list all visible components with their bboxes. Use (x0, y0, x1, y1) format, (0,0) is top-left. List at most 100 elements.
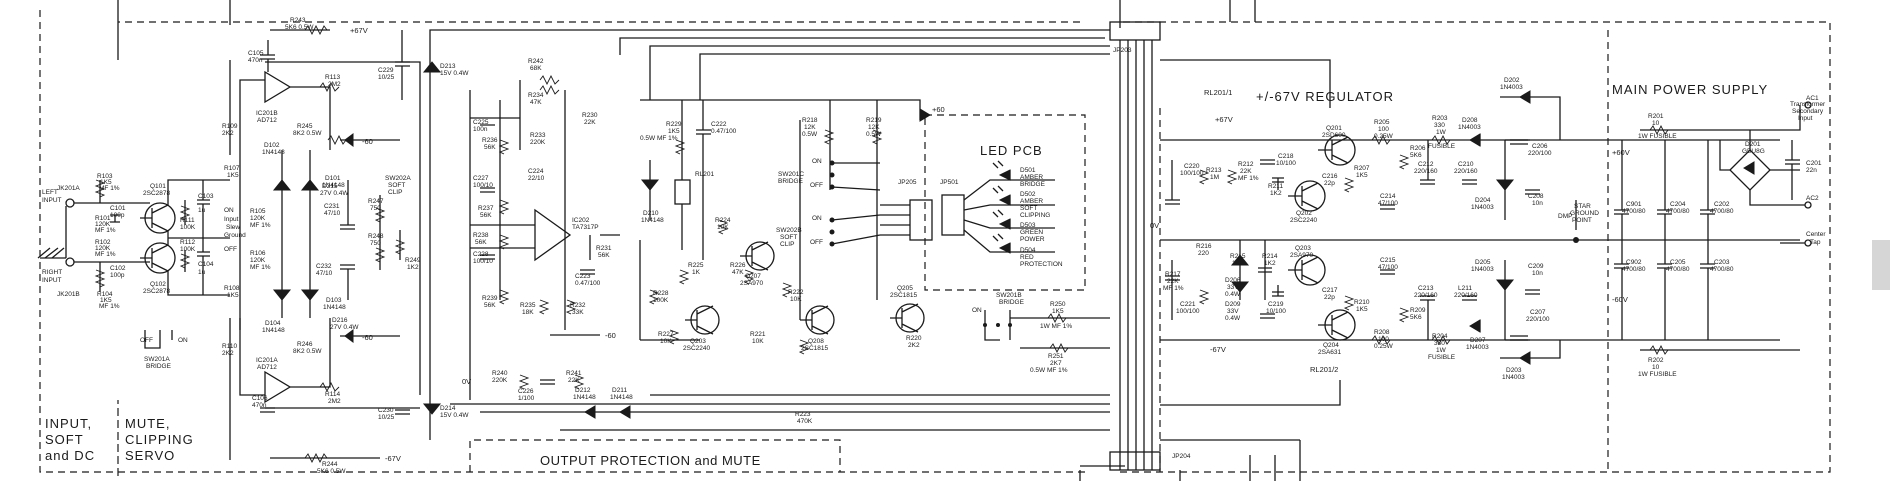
svg-text:1K5: 1K5 (1356, 172, 1368, 179)
svg-text:R203: R203 (1432, 115, 1448, 122)
svg-text:100: 100 (1378, 126, 1389, 133)
svg-text:R224: R224 (715, 217, 731, 224)
svg-text:R108: R108 (224, 285, 240, 292)
svg-text:4700/80: 4700/80 (1710, 266, 1734, 273)
svg-text:1N4003: 1N4003 (1500, 84, 1523, 91)
svg-text:100K: 100K (180, 246, 196, 253)
svg-text:0.5W MF 1%: 0.5W MF 1% (640, 135, 678, 142)
svg-text:R214: R214 (1262, 253, 1278, 260)
svg-text:R210: R210 (1354, 299, 1370, 306)
svg-text:C230: C230 (378, 407, 394, 414)
svg-text:R226: R226 (730, 262, 746, 269)
svg-text:750: 750 (370, 240, 381, 247)
svg-text:220K: 220K (530, 139, 546, 146)
svg-text:22K: 22K (1167, 278, 1179, 285)
svg-text:12K: 12K (804, 124, 816, 131)
svg-text:D104: D104 (265, 320, 281, 327)
svg-text:C210: C210 (1458, 161, 1474, 168)
svg-text:68K: 68K (530, 65, 542, 72)
svg-text:-60: -60 (362, 333, 373, 342)
svg-text:47K: 47K (732, 269, 744, 276)
svg-text:AMBER: AMBER (1020, 198, 1043, 205)
scrollbar-thumb[interactable] (1872, 240, 1890, 290)
svg-text:R209: R209 (1410, 307, 1426, 314)
svg-text:FUSIBLE: FUSIBLE (1428, 143, 1456, 150)
svg-text:D214: D214 (440, 405, 456, 412)
jp203-label: JP203 (1113, 47, 1132, 54)
svg-text:220/160: 220/160 (1414, 168, 1438, 175)
svg-text:R218: R218 (802, 117, 818, 124)
svg-text:47/10: 47/10 (324, 210, 341, 217)
svg-text:R103: R103 (97, 173, 113, 180)
svg-text:10: 10 (1652, 364, 1660, 371)
svg-text:C103: C103 (198, 193, 214, 200)
svg-text:2SC2878: 2SC2878 (143, 190, 170, 197)
svg-text:1u: 1u (198, 269, 206, 276)
svg-text:C106: C106 (252, 395, 268, 402)
svg-text:R208: R208 (1374, 329, 1390, 336)
svg-text:56K: 56K (598, 252, 610, 259)
svg-text:10: 10 (1652, 120, 1660, 127)
svg-text:Q204: Q204 (1323, 342, 1339, 349)
svg-text:C232: C232 (316, 263, 332, 270)
svg-text:R207: R207 (1354, 165, 1370, 172)
jp203-block (1109, 21, 1161, 41)
svg-text:L211: L211 (1458, 285, 1472, 292)
svg-text:BRIDGE: BRIDGE (999, 299, 1025, 306)
svg-text:C218: C218 (1278, 153, 1294, 160)
svg-text:22K: 22K (568, 377, 580, 384)
svg-text:1/100: 1/100 (518, 395, 535, 402)
svg-text:R110: R110 (222, 343, 237, 350)
svg-text:SW202B: SW202B (776, 227, 802, 234)
svg-text:Q203: Q203 (1295, 245, 1311, 252)
svg-text:470n: 470n (252, 402, 267, 409)
led-pcb-label: LED PCB (980, 143, 1043, 158)
svg-text:0.25W: 0.25W (1374, 343, 1394, 350)
input-section-label: INPUT, (45, 416, 92, 431)
svg-text:MF 1%: MF 1% (250, 264, 271, 271)
svg-text:18K: 18K (522, 309, 534, 316)
svg-text:1W MF 1%: 1W MF 1% (1040, 323, 1072, 330)
svg-text:D205: D205 (1475, 259, 1491, 266)
svg-text:330: 330 (1434, 122, 1445, 129)
svg-text:0.47/100: 0.47/100 (711, 128, 737, 135)
svg-text:56K: 56K (480, 212, 492, 219)
svg-text:R217: R217 (1165, 271, 1181, 278)
svg-text:R244: R244 (322, 461, 338, 468)
svg-text:C214: C214 (1380, 193, 1396, 200)
svg-text:C220: C220 (1184, 163, 1200, 170)
svg-text:5K6 0.5W: 5K6 0.5W (317, 468, 346, 475)
svg-text:C101: C101 (110, 205, 126, 212)
svg-text:220/160: 220/160 (1454, 292, 1478, 299)
svg-text:0.47/100: 0.47/100 (575, 280, 601, 287)
ic202-opamp (534, 208, 572, 262)
svg-text:D206: D206 (1225, 277, 1241, 284)
svg-text:R212: R212 (1238, 161, 1254, 168)
svg-text:FUSIBLE: FUSIBLE (1428, 354, 1456, 361)
svg-text:5K6: 5K6 (1410, 314, 1422, 321)
svg-text:D216: D216 (332, 317, 348, 324)
svg-text:BRIDGE: BRIDGE (778, 178, 804, 185)
svg-text:D103: D103 (326, 297, 342, 304)
svg-text:R251: R251 (1048, 353, 1064, 360)
svg-text:1K2: 1K2 (1270, 190, 1282, 197)
svg-text:33V: 33V (1227, 308, 1239, 315)
svg-text:-67V: -67V (385, 454, 401, 463)
output-protection-label: OUTPUT PROTECTION and MUTE (540, 453, 761, 468)
left-input-label-2: INPUT (42, 197, 62, 204)
svg-text:C213: C213 (1418, 285, 1434, 292)
svg-text:OFF: OFF (140, 337, 153, 344)
svg-text:-60V: -60V (1612, 295, 1628, 304)
svg-text:R241: R241 (566, 370, 582, 377)
svg-text:MF 1%: MF 1% (95, 227, 116, 234)
svg-text:47K: 47K (530, 99, 542, 106)
svg-text:10/25: 10/25 (378, 74, 395, 81)
svg-text:Q203: Q203 (690, 338, 706, 345)
jk201a-label: JK201A (57, 185, 80, 192)
svg-text:D213: D213 (440, 63, 456, 70)
svg-text:0.5W: 0.5W (866, 131, 882, 138)
svg-text:220/100: 220/100 (1528, 150, 1552, 157)
svg-text:+60: +60 (932, 105, 945, 114)
svg-text:10n: 10n (1532, 270, 1543, 277)
svg-text:D503: D503 (1020, 222, 1036, 229)
